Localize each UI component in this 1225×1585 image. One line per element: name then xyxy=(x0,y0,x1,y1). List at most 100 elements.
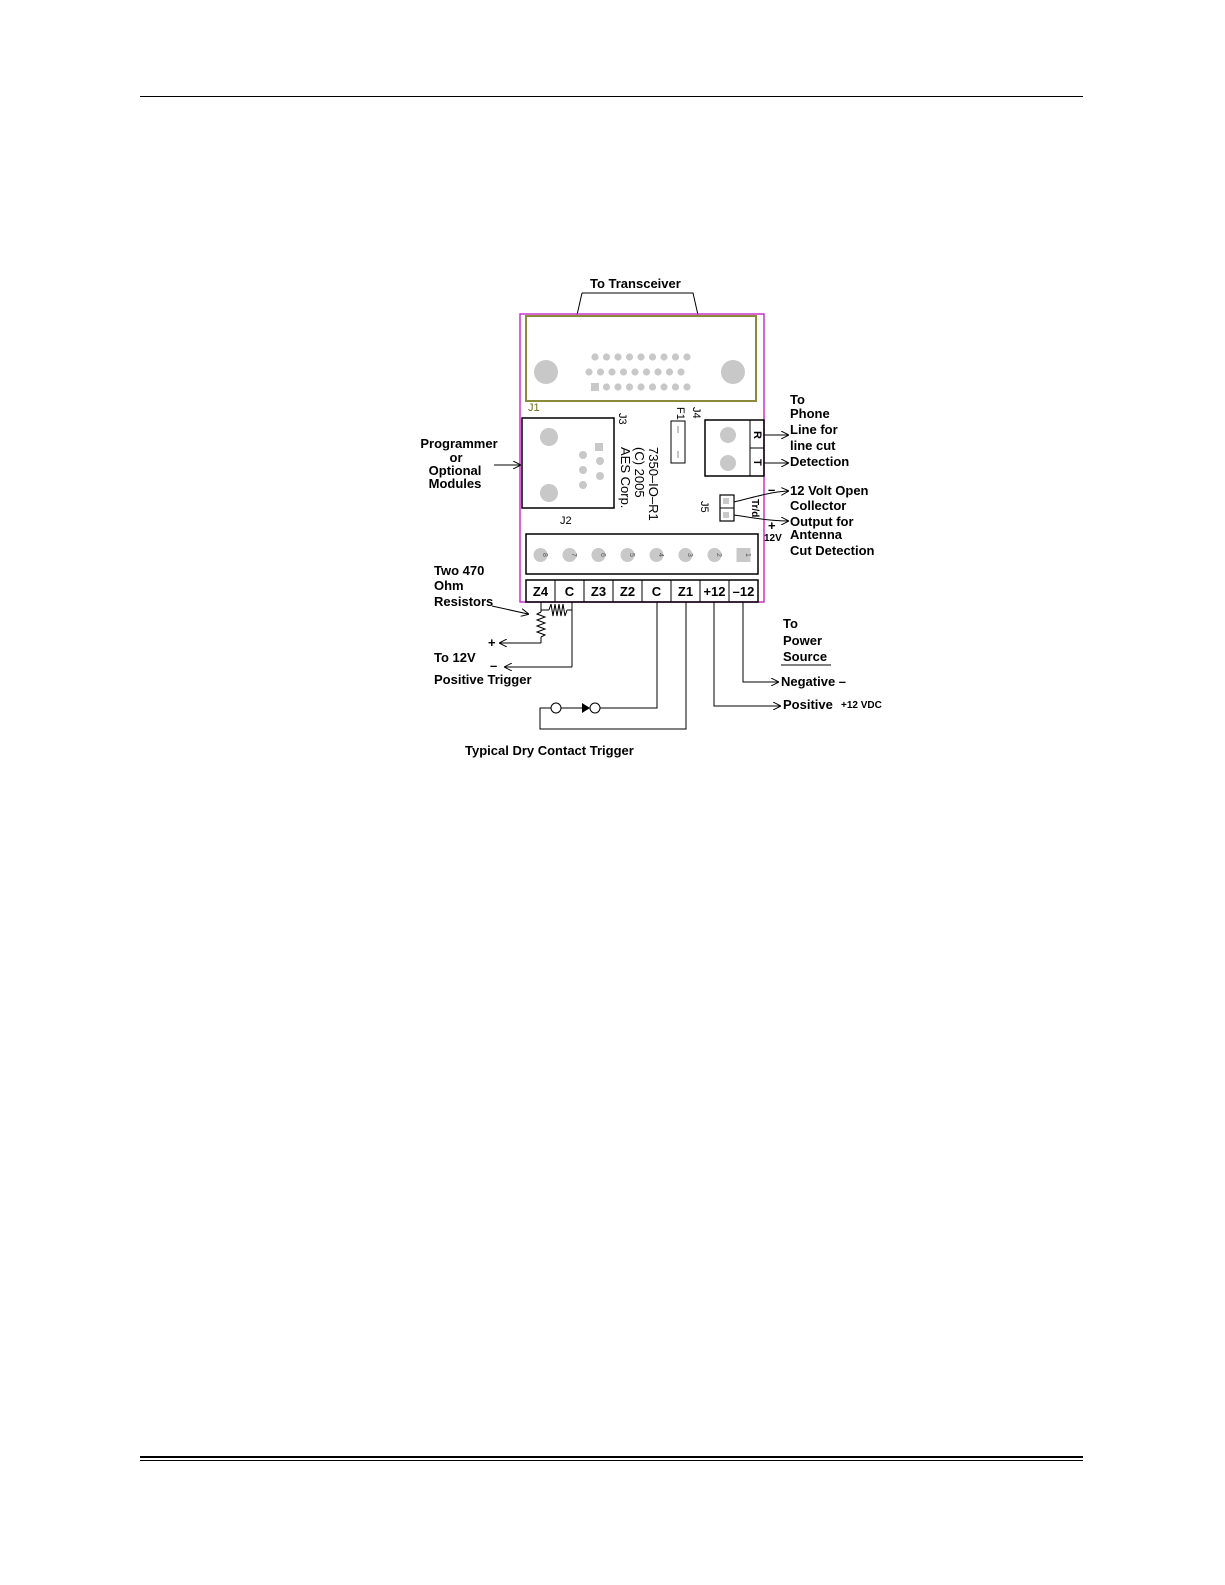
terminal-label: Z2 xyxy=(620,584,635,599)
j1-pin xyxy=(585,368,593,376)
resistors-arrow xyxy=(491,605,528,614)
j1-pin xyxy=(614,353,622,361)
terminal-pin-number: 8 xyxy=(541,553,548,557)
terminal-label: C xyxy=(652,584,662,599)
j1-pin xyxy=(596,368,605,376)
j1-pin xyxy=(654,368,662,376)
terminal-pin-number: 3 xyxy=(686,553,693,557)
resistor-horizontal xyxy=(548,603,568,617)
header-rule xyxy=(140,96,1083,97)
positive-wire xyxy=(713,602,780,706)
j2-mount-hole-top xyxy=(540,428,558,446)
j1-pin xyxy=(591,383,599,391)
terminal-pad xyxy=(533,548,548,562)
j1-pin xyxy=(683,353,691,361)
j5-minus-label: – xyxy=(768,482,775,497)
negative-label: Negative – xyxy=(781,674,846,689)
resistors-line3-label: Resistors xyxy=(434,594,493,609)
dry-contact-label: Typical Dry Contact Trigger xyxy=(465,743,634,758)
j1-pin xyxy=(648,353,657,361)
plus-label: + xyxy=(488,635,496,650)
j4-t-label: T xyxy=(751,459,763,466)
terminal-label: Z4 xyxy=(533,584,549,599)
oc-line5-label: Cut Detection xyxy=(790,543,875,558)
j1-pin xyxy=(608,368,616,376)
power-to-label: To xyxy=(783,616,798,631)
phone-phone-label: Phone xyxy=(790,406,830,421)
f1-label: F1 xyxy=(674,407,686,420)
f1-fuse xyxy=(670,420,686,464)
j1-pin xyxy=(619,368,628,376)
transceiver-bracket-right xyxy=(582,292,699,316)
j5-plus-label: + xyxy=(768,518,776,533)
phone-linecut-label: line cut xyxy=(790,438,836,453)
j2-mount-hole-bottom xyxy=(540,484,558,502)
j1-pin xyxy=(591,353,599,361)
j2-pin xyxy=(579,481,587,489)
vdc-label: +12 VDC xyxy=(841,700,882,711)
j2-pin-square xyxy=(595,443,603,451)
j5-arrow-bottom xyxy=(733,514,788,521)
j1-pin xyxy=(625,383,634,391)
j1-pin xyxy=(648,383,657,391)
footer-rule xyxy=(140,1456,1083,1458)
phone-linefor-label: Line for xyxy=(790,422,838,437)
oc-line3-label: Output for xyxy=(790,514,854,529)
j1-pin xyxy=(671,383,680,391)
oc-line2-label: Collector xyxy=(790,498,846,513)
terminal-pad xyxy=(591,548,606,562)
terminal-label: C xyxy=(565,584,575,599)
oc-line1-label: 12 Volt Open xyxy=(790,483,869,498)
j2-pin xyxy=(596,457,604,465)
terminal-pad xyxy=(620,548,635,562)
pcb-model-text: 7350–IO–R1 xyxy=(646,447,661,521)
terminal-pin-number: 1 xyxy=(744,553,751,557)
power-source-label: Source xyxy=(783,649,827,664)
j1-pin xyxy=(637,353,645,361)
j2-label: J2 xyxy=(560,515,572,527)
programmer-modules-label: Modules xyxy=(429,476,482,491)
j4-r-label: R xyxy=(751,431,763,439)
j4-pad-2 xyxy=(720,427,736,443)
terminal-pad xyxy=(707,548,722,562)
j1-mount-hole-right xyxy=(721,360,745,384)
j4-pad-1 xyxy=(720,455,736,471)
dry-contact-wire-z1 xyxy=(539,602,687,730)
j2-pin xyxy=(596,472,604,480)
positive-trigger-label: Positive Trigger xyxy=(434,672,532,687)
j1-pin xyxy=(602,383,611,391)
dry-contact-terminal-right xyxy=(589,702,601,714)
j5-side-label: Tr/d xyxy=(749,499,760,517)
j5-12v-label: 12V xyxy=(764,533,782,544)
terminal-pad xyxy=(649,548,664,562)
j5-arrow-top xyxy=(733,491,788,503)
power-power-label: Power xyxy=(783,633,822,648)
j1-label: J1 xyxy=(528,402,540,414)
programmer-label: Programmer xyxy=(420,436,497,451)
dry-contact-switch-arrow xyxy=(582,703,590,713)
j1-pin xyxy=(660,353,668,361)
j1-pin xyxy=(677,368,685,376)
dry-contact-terminal-left xyxy=(550,702,562,714)
to-transceiver-label: To Transceiver xyxy=(590,276,681,291)
terminal-pin-number: 4 xyxy=(657,553,664,557)
j2-pin xyxy=(579,451,587,459)
terminal-block xyxy=(525,533,759,575)
j1-pin xyxy=(642,368,651,376)
programmer-optional-label: Optional xyxy=(429,463,482,478)
j1-db-connector xyxy=(525,315,757,402)
terminal-label: +12 xyxy=(703,584,725,599)
j1-pin xyxy=(625,353,634,361)
phone-to-label: To xyxy=(790,392,805,407)
pcb-company-text: AES Corp. xyxy=(618,447,633,508)
terminal-pin-number: 7 xyxy=(570,553,577,557)
dry-contact-wire-c xyxy=(600,602,658,709)
j1-mount-hole-left xyxy=(534,360,558,384)
j1-pin-grid xyxy=(585,353,691,391)
j4-label: J4 xyxy=(690,407,702,419)
j1-pin xyxy=(665,368,674,376)
j3-label: J3 xyxy=(616,413,628,425)
